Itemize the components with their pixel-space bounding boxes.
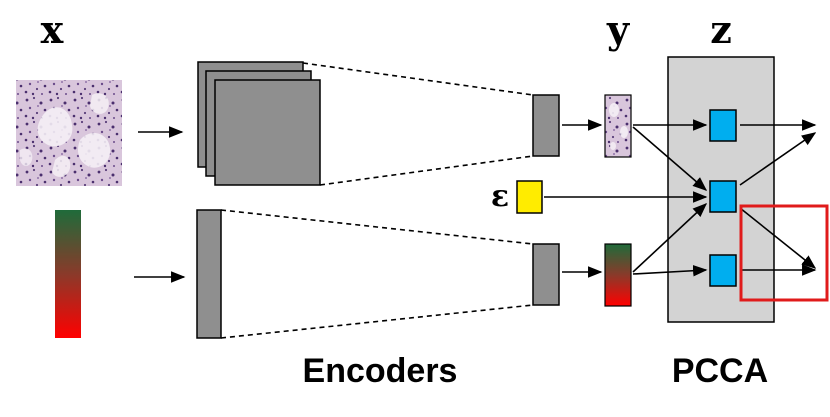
arrow-ygene-to-zshared	[632, 203, 708, 273]
latent-node-image	[709, 109, 737, 142]
y-gene-embedding	[604, 243, 632, 307]
gene-encoder-output	[532, 243, 560, 306]
arrow-ygene-to-zgene	[632, 264, 708, 277]
epsilon-label: ε	[491, 179, 509, 214]
encoder-bottom-dash-lower	[220, 304, 534, 339]
latent-node-shared	[709, 180, 737, 213]
latent-node-gene	[709, 254, 737, 287]
label-z: z	[710, 7, 732, 52]
epsilon-node	[516, 180, 543, 214]
image-encoder-output	[532, 94, 560, 157]
encoder-top-dash-upper	[302, 62, 534, 96]
label-x: x	[41, 7, 64, 52]
gene-encoder	[196, 209, 222, 339]
highlight-box	[739, 204, 829, 302]
label-y: y	[606, 7, 630, 52]
y-image-embedding	[604, 94, 632, 158]
tissue-image	[16, 80, 122, 186]
arrow-yimg-to-zshared	[632, 126, 708, 191]
encoder-bottom-dash-upper	[220, 209, 534, 245]
caption-encoders: Encoders	[303, 352, 458, 390]
arrow-zshared-out-up	[739, 132, 817, 186]
arrow-zshared-out-down	[739, 207, 817, 269]
caption-pcca: PCCA	[672, 352, 768, 390]
gene-expression-gradient	[55, 210, 81, 338]
image-encoder	[197, 61, 321, 186]
